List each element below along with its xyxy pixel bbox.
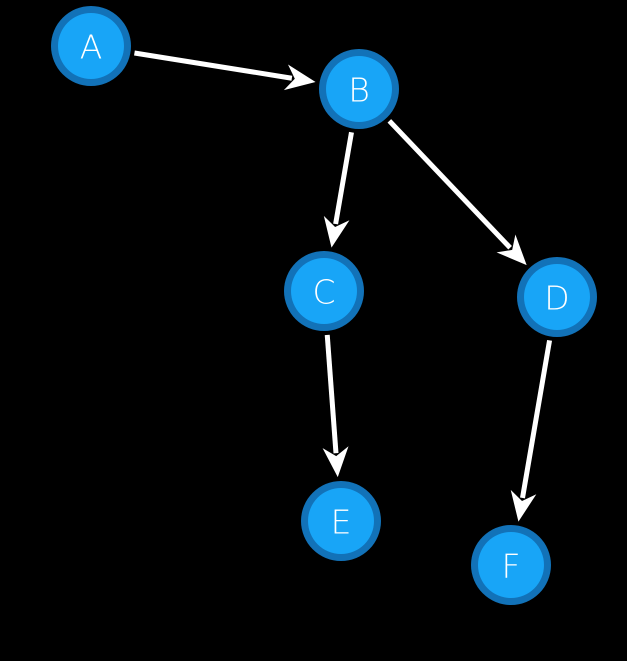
edge-arrowhead: [322, 446, 349, 478]
node-fill: [478, 532, 544, 598]
node-fill: [326, 56, 392, 122]
edge-arrowhead: [283, 64, 316, 91]
graph-node-b[interactable]: B: [319, 49, 399, 129]
edge-shaft: [520, 339, 553, 499]
node-label: C: [312, 273, 335, 312]
graph-node-f[interactable]: F: [471, 525, 551, 605]
graph-edge-a-to-b: [134, 50, 316, 91]
graph-edge-c-to-e: [322, 334, 349, 478]
edge-shaft: [134, 50, 293, 81]
edge-layer: [134, 50, 553, 522]
edge-shaft: [324, 334, 339, 454]
graph-node-d[interactable]: D: [517, 257, 597, 337]
edge-arrowhead: [510, 489, 537, 522]
edge-arrowhead: [496, 234, 527, 266]
node-label: F: [502, 547, 521, 586]
node-fill: [291, 258, 357, 324]
graph-edge-d-to-f: [510, 339, 553, 522]
node-label: B: [348, 71, 370, 110]
edge-arrowhead: [323, 215, 350, 248]
graph-edge-b-to-c: [323, 131, 354, 248]
graph-node-e[interactable]: E: [301, 481, 381, 561]
node-fill: [58, 13, 124, 79]
graph-node-c[interactable]: C: [284, 251, 364, 331]
node-label: D: [544, 279, 569, 318]
node-fill: [524, 264, 590, 330]
node-fill: [308, 488, 374, 554]
node-label: A: [80, 28, 103, 67]
graph-node-a[interactable]: A: [51, 6, 131, 86]
node-layer: A B C D E F: [51, 6, 597, 605]
graph-edge-b-to-d: [387, 119, 527, 266]
edge-shaft: [387, 119, 512, 250]
edge-shaft: [333, 131, 354, 225]
node-label: E: [331, 503, 352, 542]
